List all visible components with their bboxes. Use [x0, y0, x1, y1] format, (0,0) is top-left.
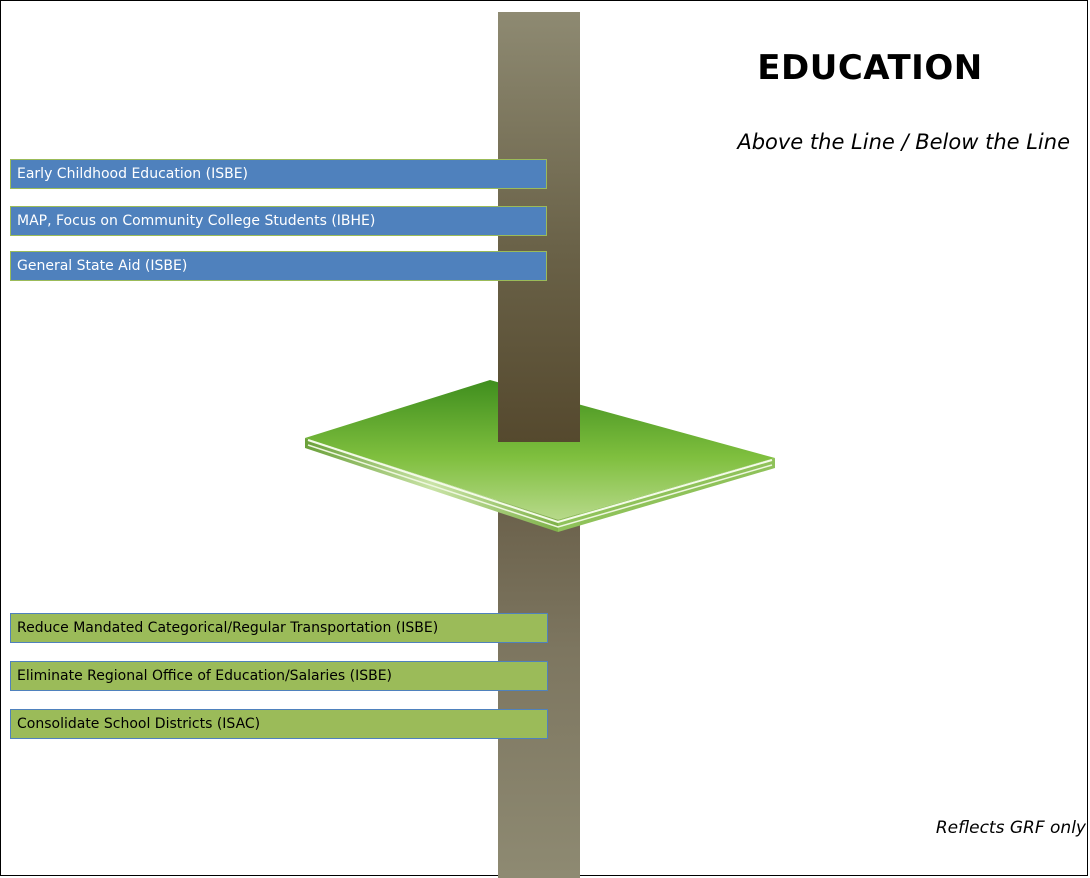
line-platform	[305, 380, 775, 532]
above-line-item-general-state-aid: General State Aid (ISBE)	[10, 251, 547, 281]
above-line-item-map: MAP, Focus on Community College Students…	[10, 206, 547, 236]
below-line-item-consolidate-districts: Consolidate School Districts (ISAC)	[10, 709, 548, 739]
footnote: Reflects GRF only	[935, 818, 1086, 838]
below-line-item-transportation: Reduce Mandated Categorical/Regular Tran…	[10, 613, 548, 643]
below-line-item-regional-office: Eliminate Regional Office of Education/S…	[10, 661, 548, 691]
above-line-item-early-childhood: Early Childhood Education (ISBE)	[10, 159, 547, 189]
page-subtitle: Above the Line / Below the Line	[737, 130, 1070, 154]
page-title: EDUCATION	[757, 48, 983, 88]
